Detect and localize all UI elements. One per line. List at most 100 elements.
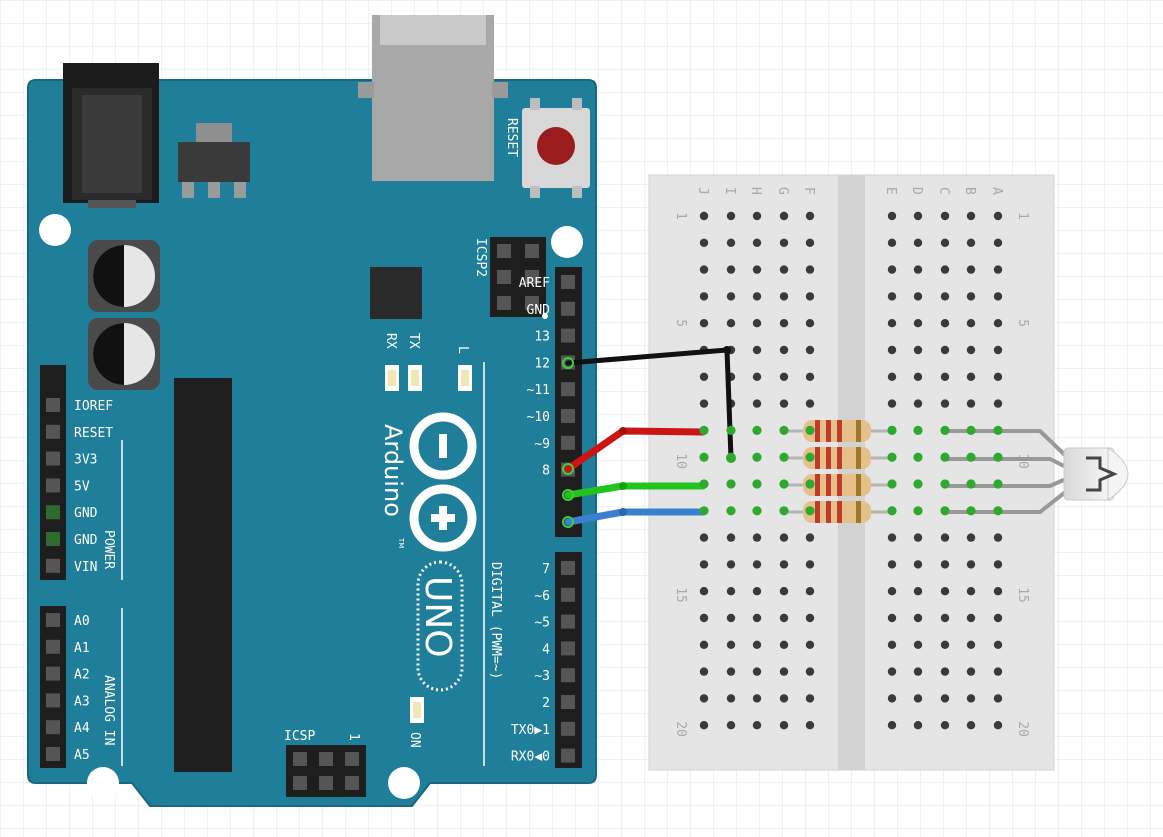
breadboard-hole	[752, 640, 762, 649]
breadboard-hole	[887, 533, 897, 542]
breadboard-hole	[726, 533, 736, 542]
connected-hole	[966, 452, 976, 462]
breadboard-hole	[779, 292, 789, 301]
breadboard-hole	[913, 292, 923, 301]
connected-hole	[805, 479, 815, 489]
breadboard-hole	[699, 292, 709, 301]
row-number: 15	[1015, 587, 1030, 603]
row-number: 20	[673, 721, 688, 737]
breadboard-hole	[726, 667, 736, 676]
rgb-led	[1063, 447, 1129, 501]
connected-hole	[940, 506, 950, 516]
connected-hole	[752, 452, 762, 462]
pin-label: 5V	[74, 479, 90, 494]
breadboard-hole	[966, 694, 976, 703]
breadboard-hole	[726, 238, 736, 247]
breadboard-hole	[699, 372, 709, 381]
breadboard-hole	[887, 292, 897, 301]
capacitor	[88, 318, 160, 390]
header-pin	[46, 532, 60, 546]
connected-hole	[966, 506, 976, 516]
row-number: 10	[1015, 453, 1030, 469]
breadboard-hole	[779, 211, 789, 221]
connected-hole	[805, 425, 815, 435]
breadboard-hole	[779, 238, 789, 247]
breadboard-hole	[966, 613, 976, 623]
breadboard-hole	[913, 640, 923, 649]
header-pin	[46, 398, 60, 412]
breadboard-hole	[699, 640, 709, 649]
connected-hole	[699, 452, 709, 462]
pin-label: A4	[74, 721, 90, 736]
arduino-wordmark: Arduino	[379, 424, 407, 517]
connected-hole	[726, 506, 736, 516]
connected-hole	[726, 479, 736, 489]
pin-label: 8	[542, 464, 550, 479]
connected-hole	[966, 425, 976, 435]
pin-label: IOREF	[74, 399, 113, 414]
column-letter: C	[936, 187, 951, 195]
capacitor	[88, 240, 160, 312]
breadboard-hole	[699, 319, 709, 328]
breadboard-hole	[940, 345, 950, 355]
header-pin	[46, 666, 60, 681]
breadboard-hole	[940, 560, 950, 569]
connected-hole	[779, 506, 789, 516]
breadboard-hole	[699, 587, 709, 596]
breadboard-hole	[993, 238, 1003, 247]
trademark-label: TM	[397, 537, 405, 548]
breadboard-hole	[752, 667, 762, 676]
breadboard-hole	[726, 265, 736, 274]
breadboard-hole	[940, 319, 950, 328]
header-pin	[46, 478, 60, 493]
mount-hole	[39, 214, 71, 246]
breadboard-hole	[752, 694, 762, 703]
breadboard-hole	[752, 372, 762, 381]
breadboard-hole	[805, 533, 815, 542]
row-number: 1	[673, 212, 688, 220]
breadboard-hole	[940, 613, 950, 623]
arduino-logo	[409, 412, 477, 552]
pin-label: ~3	[534, 669, 550, 684]
connected-hole	[699, 425, 709, 435]
header-pin	[561, 641, 575, 656]
breadboard-hole	[805, 667, 815, 676]
connected-hole	[940, 425, 950, 435]
breadboard-hole	[940, 211, 950, 221]
breadboard-hole	[805, 694, 815, 703]
row-number: 1	[1015, 212, 1030, 220]
breadboard-hole	[726, 319, 736, 328]
header-pin	[46, 613, 60, 627]
breadboard-hole	[805, 640, 815, 649]
on-label: ON	[407, 732, 422, 748]
header-pin	[561, 695, 575, 709]
connected-pin	[562, 357, 574, 369]
breadboard-hole	[752, 319, 762, 328]
microcontroller-chip	[174, 378, 232, 772]
breadboard-hole	[805, 319, 815, 328]
header-pin	[561, 587, 575, 602]
breadboard-hole	[779, 372, 789, 381]
breadboard-hole	[940, 587, 950, 596]
breadboard-hole	[752, 265, 762, 274]
breadboard-hole	[752, 560, 762, 569]
breadboard-hole	[913, 694, 923, 703]
pin-label: 3V3	[74, 453, 97, 468]
breadboard-hole	[779, 533, 789, 542]
breadboard-hole	[805, 265, 815, 274]
breadboard-hole	[805, 613, 815, 623]
icsp2-label: ICSP2	[473, 238, 488, 277]
breadboard-hole	[699, 399, 709, 408]
connected-hole	[805, 452, 815, 462]
breadboard-hole	[993, 613, 1003, 623]
breadboard-hole	[752, 345, 762, 355]
row-number: 5	[673, 319, 688, 327]
tx-led	[408, 365, 422, 391]
row-number: 20	[1015, 721, 1030, 737]
breadboard-hole	[699, 238, 709, 247]
reset-button[interactable]	[522, 98, 590, 198]
tx-label: TX	[406, 333, 421, 349]
header-pin	[561, 435, 575, 450]
breadboard-hole	[726, 292, 736, 301]
